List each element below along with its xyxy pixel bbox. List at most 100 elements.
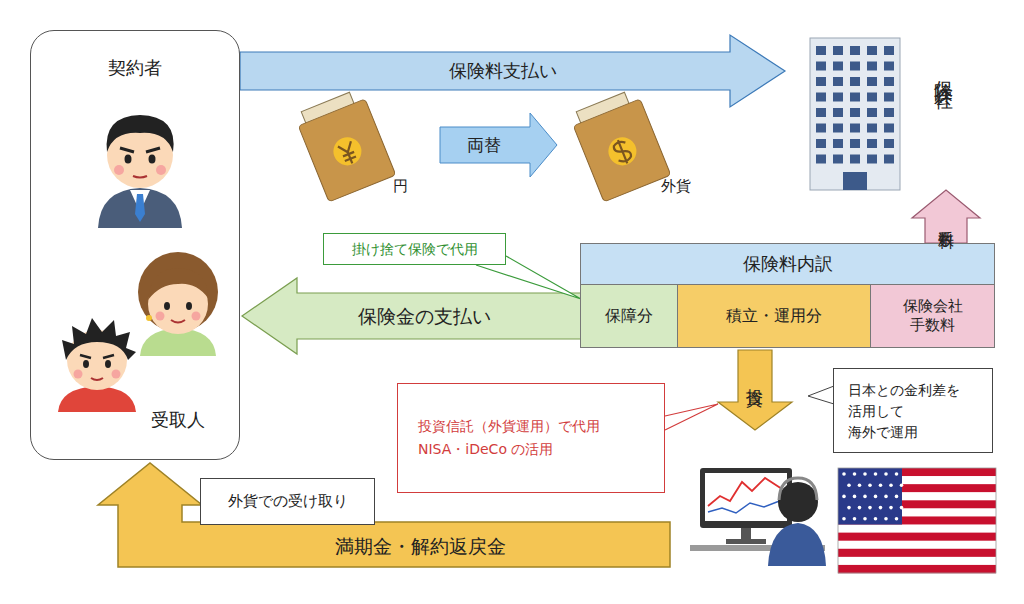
building-window bbox=[833, 124, 843, 133]
boy-figure bbox=[80, 355, 114, 358]
yen-envelope bbox=[298, 99, 395, 202]
building-window bbox=[833, 155, 843, 164]
flag-star bbox=[884, 472, 888, 476]
building-window bbox=[816, 93, 826, 102]
building-window bbox=[833, 108, 843, 117]
building-window bbox=[833, 139, 843, 148]
yen-envelope bbox=[338, 141, 359, 166]
party-box: 契約者受取人 bbox=[30, 30, 240, 460]
edge-label: 保険金の支払い bbox=[358, 305, 491, 328]
flag-star bbox=[889, 506, 893, 510]
building-window bbox=[833, 77, 843, 86]
yen-envelope bbox=[294, 88, 396, 202]
fee-arrow bbox=[912, 190, 980, 243]
table-cell: 保障分 bbox=[581, 285, 678, 347]
man-figure bbox=[114, 165, 124, 175]
bubble-tail bbox=[808, 386, 834, 404]
building-window bbox=[850, 108, 860, 117]
flag-star bbox=[868, 506, 872, 510]
flag-star bbox=[842, 517, 846, 521]
building-window bbox=[816, 77, 826, 86]
building-window bbox=[833, 93, 843, 102]
building-window bbox=[884, 124, 894, 133]
woman-figure bbox=[164, 302, 170, 310]
trader-figure bbox=[779, 478, 817, 500]
building-window bbox=[816, 155, 826, 164]
flag-star bbox=[874, 517, 878, 521]
flag-star bbox=[847, 483, 851, 487]
building-window bbox=[867, 155, 877, 164]
flag-stripe bbox=[838, 533, 996, 541]
woman-figure bbox=[192, 312, 201, 321]
breakdown-table: 保険料内訳保障分積立・運用分保険会社 手数料 bbox=[580, 243, 995, 348]
callout-box: 掛け捨て保険で代用 bbox=[323, 233, 506, 265]
party-heading: 契約者 bbox=[31, 53, 238, 83]
fee-arrow bbox=[912, 190, 980, 243]
building-window bbox=[867, 46, 877, 55]
trader-figure bbox=[705, 473, 787, 521]
payment-arrow bbox=[240, 35, 785, 107]
woman-figure bbox=[138, 252, 218, 356]
woman-figure bbox=[146, 315, 152, 321]
building-window bbox=[833, 46, 843, 55]
benefit-arrow bbox=[242, 278, 581, 354]
building-window bbox=[884, 155, 894, 164]
man-figure bbox=[156, 165, 166, 175]
man-figure bbox=[135, 194, 145, 222]
callout-box: 投資信託（外貨運用）で代用NISA・iDeCo の活用 bbox=[397, 383, 665, 493]
company-building bbox=[810, 38, 900, 190]
building-window bbox=[816, 108, 826, 117]
callout-text: NISA・iDeCo の活用 bbox=[418, 438, 658, 460]
dollar-envelope bbox=[611, 138, 633, 166]
flag-star bbox=[853, 472, 857, 476]
arrow-label: 満期金・解約返戻金 bbox=[335, 535, 506, 558]
trader-figure bbox=[768, 523, 826, 566]
trader-figure bbox=[778, 482, 818, 522]
company-building bbox=[810, 38, 900, 190]
flag-star bbox=[895, 517, 899, 521]
building-window bbox=[867, 124, 877, 133]
table-cell: 保険会社 手数料 bbox=[871, 285, 994, 347]
building-window bbox=[816, 139, 826, 148]
table-header: 保険料内訳 bbox=[581, 244, 994, 285]
building-window bbox=[850, 93, 860, 102]
flag-star bbox=[863, 472, 867, 476]
arrow-label: 両替 bbox=[467, 135, 501, 155]
flag-star bbox=[842, 472, 846, 476]
flag-star bbox=[853, 495, 857, 499]
company-name: 保険会社 bbox=[923, 66, 957, 176]
yen-envelope bbox=[329, 133, 365, 169]
flag-star bbox=[874, 472, 878, 476]
man-figure bbox=[125, 155, 132, 164]
man-figure bbox=[120, 148, 160, 152]
building-window bbox=[816, 46, 826, 55]
woman-figure bbox=[186, 302, 192, 310]
callout-text: 掛け捨て保険で代用 bbox=[324, 234, 505, 264]
boy-figure bbox=[74, 370, 83, 379]
building-window bbox=[867, 93, 877, 102]
man-figure bbox=[98, 188, 182, 228]
flag-stripe bbox=[838, 549, 996, 557]
us-flag bbox=[838, 468, 996, 573]
flag-star bbox=[874, 495, 878, 499]
flag-star bbox=[853, 517, 857, 521]
trader-figure bbox=[708, 478, 782, 506]
building-window bbox=[816, 62, 826, 71]
currency-label: 円 bbox=[393, 177, 408, 195]
speech-bubble: 日本との金利差を 活用して 海外で運用 bbox=[833, 368, 993, 453]
payment-arrow bbox=[240, 35, 785, 107]
trader-figure bbox=[690, 468, 826, 566]
building-window bbox=[884, 139, 894, 148]
building-window bbox=[884, 62, 894, 71]
benefit-arrow bbox=[242, 278, 581, 354]
flag-stripe bbox=[838, 525, 996, 533]
flag-star bbox=[863, 495, 867, 499]
man-figure bbox=[98, 115, 182, 228]
woman-figure bbox=[156, 312, 165, 321]
flag-star bbox=[879, 506, 883, 510]
flag-star bbox=[868, 483, 872, 487]
flag-stripe bbox=[838, 557, 996, 565]
dollar-envelope bbox=[573, 99, 670, 202]
building-window bbox=[833, 62, 843, 71]
